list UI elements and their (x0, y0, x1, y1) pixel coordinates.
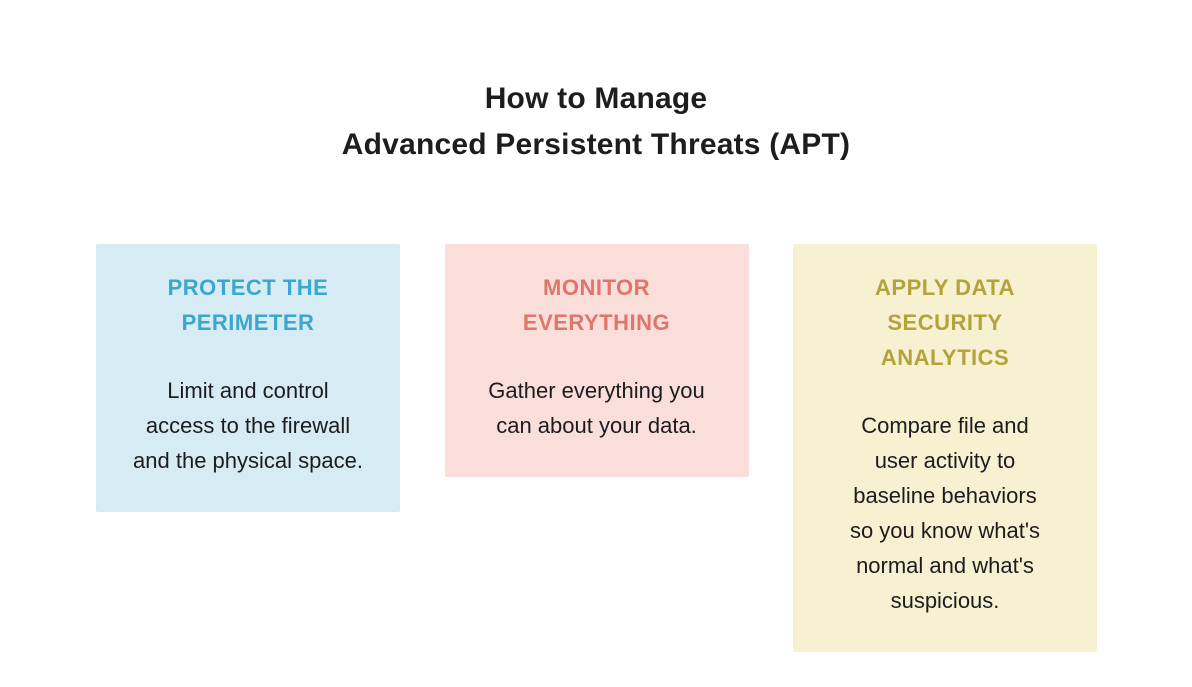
card-body-text: Gather everything you can about your dat… (488, 378, 705, 438)
page-title: How to Manage Advanced Persistent Threat… (341, 82, 851, 161)
cards-row: PROTECT THE PERIMETER Limit and control … (96, 244, 1097, 652)
card-body-text: Limit and control access to the firewall… (133, 378, 363, 473)
card-monitor-everything: MONITOR EVERYTHING Gather everything you… (444, 244, 749, 477)
card-heading: MONITOR EVERYTHING (522, 275, 671, 335)
card-heading: APPLY DATA SECURITY ANALYTICS (875, 275, 1015, 370)
card-body-text: Compare file and user activity to baseli… (849, 413, 1041, 613)
card-apply-data-security-analytics: APPLY DATA SECURITY ANALYTICS Compare fi… (793, 244, 1097, 652)
card-heading: PROTECT THE PERIMETER (167, 275, 329, 335)
card-protect-the-perimeter: PROTECT THE PERIMETER Limit and control … (96, 244, 400, 512)
